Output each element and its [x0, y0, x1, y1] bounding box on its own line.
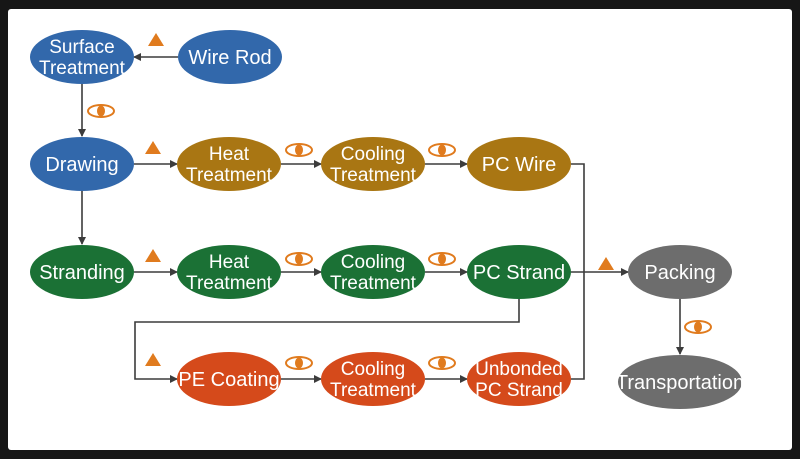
- inspection-eye-icon: [684, 320, 712, 334]
- node-heat-treatment-1-label: Treatment: [186, 165, 273, 186]
- inspection-triangle-icon: [145, 353, 161, 366]
- inspection-triangle-icon: [148, 33, 164, 46]
- inspection-eye-icon: [428, 252, 456, 266]
- node-drawing-shape: [30, 137, 134, 191]
- edge-pc-strand-to-pe-coating: [134, 299, 520, 383]
- node-pc-strand-shape: [467, 245, 571, 299]
- node-transportation-label: Transportation: [616, 372, 744, 394]
- node-pc-strand-label: PC Strand: [473, 262, 565, 284]
- node-pe-coating: PE Coating: [177, 352, 281, 406]
- node-packing-shape: [628, 245, 732, 299]
- node-stranding-label: Stranding: [39, 262, 125, 284]
- node-cooling-treatment-1-shape: [321, 137, 425, 191]
- node-pc-wire-shape: [467, 137, 571, 191]
- inspection-eye-icon: [285, 252, 313, 266]
- node-heat-treatment-2-shape: [177, 245, 281, 299]
- node-cooling-treatment-3-shape: [321, 352, 425, 406]
- node-cooling-treatment-3-label: Treatment: [330, 380, 417, 401]
- node-drawing-label: Drawing: [45, 154, 118, 176]
- edge-pc-wire-to-packing: [571, 163, 585, 272]
- inspection-triangle-icon: [145, 141, 161, 154]
- inspection-markers: [87, 33, 712, 370]
- inspection-eye-icon: [87, 104, 115, 118]
- inspection-eye-icon: [428, 356, 456, 370]
- node-wire-rod: Wire Rod: [178, 30, 282, 84]
- inspection-eye-icon: [285, 143, 313, 157]
- node-pe-coating-shape: [177, 352, 281, 406]
- node-transportation-shape: [618, 355, 742, 409]
- node-transportation: Transportation: [616, 355, 744, 409]
- node-stranding: Stranding: [30, 245, 134, 299]
- node-surface-treatment-label: Treatment: [39, 58, 126, 79]
- node-heat-treatment-1-label: Heat: [209, 144, 250, 165]
- inspection-triangle-icon: [598, 257, 614, 270]
- node-packing-label: Packing: [644, 262, 715, 284]
- inspection-eye-icon: [285, 356, 313, 370]
- node-cooling-treatment-2-label: Cooling: [341, 252, 405, 273]
- node-wire-rod-shape: [178, 30, 282, 84]
- node-unbonded-pc-strand-shape: [467, 352, 571, 406]
- node-packing: Packing: [628, 245, 732, 299]
- node-pc-wire-label: PC Wire: [482, 154, 556, 176]
- node-drawing: Drawing: [30, 137, 134, 191]
- edge-unbonded-to-packing: [571, 272, 585, 380]
- node-cooling-treatment-1-label: Treatment: [330, 165, 417, 186]
- node-heat-treatment-2-label: Heat: [209, 252, 250, 273]
- inspection-eye-icon: [428, 143, 456, 157]
- node-pc-strand: PC Strand: [467, 245, 571, 299]
- node-wire-rod-label: Wire Rod: [188, 47, 271, 69]
- node-surface-treatment-shape: [30, 30, 134, 84]
- node-cooling-treatment-1-label: Cooling: [341, 144, 405, 165]
- node-surface-treatment-label: Surface: [49, 37, 114, 58]
- connector-lines: [78, 53, 684, 383]
- inspection-triangle-icon: [145, 249, 161, 262]
- node-cooling-treatment-3-label: Cooling: [341, 359, 405, 380]
- node-cooling-treatment-2-label: Treatment: [330, 273, 417, 294]
- node-stranding-shape: [30, 245, 134, 299]
- node-pc-wire: PC Wire: [467, 137, 571, 191]
- node-unbonded-pc-strand-label: PC Strand: [475, 380, 563, 401]
- node-pe-coating-label: PE Coating: [178, 369, 279, 391]
- node-heat-treatment-2-label: Treatment: [186, 273, 273, 294]
- node-heat-treatment-1-shape: [177, 137, 281, 191]
- node-cooling-treatment-2-shape: [321, 245, 425, 299]
- node-unbonded-pc-strand-label: Unbonded: [475, 359, 563, 380]
